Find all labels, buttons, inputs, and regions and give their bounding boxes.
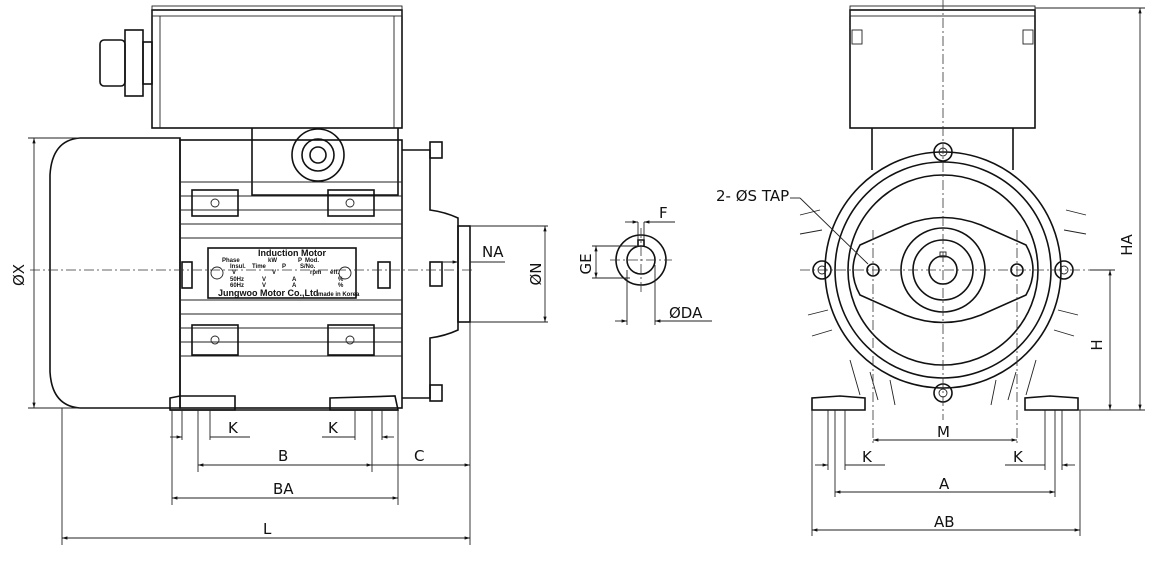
dim-label-ab: AB <box>934 513 955 531</box>
nameplate-text: kW <box>268 258 277 264</box>
nameplate-text: Mod. <box>305 258 319 264</box>
dim-label-b: B <box>278 447 288 465</box>
cable-gland <box>99 29 153 97</box>
dim-label-k: K <box>328 419 339 437</box>
dim-label-k: K <box>862 448 873 466</box>
dim-label-l: L <box>263 520 272 538</box>
terminal-box <box>151 5 403 196</box>
front-dimensions <box>790 7 1145 536</box>
dim-label-h: H <box>1088 339 1106 350</box>
nameplate-title: Induction Motor <box>258 248 326 258</box>
nameplate-text: P <box>298 258 302 264</box>
dim-label-tap: 2- ØS TAP <box>716 187 789 205</box>
dim-label-dia-n: ØN <box>527 262 545 285</box>
nameplate-text: eff. <box>330 270 339 276</box>
side-dimensions <box>28 137 548 545</box>
nameplate-text: P <box>282 264 286 270</box>
nameplate-text: Time <box>252 264 267 270</box>
nameplate-text: % <box>338 283 344 289</box>
nameplate: Induction Motor Phase kW P Mod. Insul. T… <box>207 247 360 299</box>
nameplate-text: V <box>262 283 266 289</box>
dim-label-c: C <box>414 447 424 465</box>
nameplate-text: rpm <box>310 270 321 276</box>
dim-label-ha: HA <box>1118 233 1136 255</box>
foot-left-front <box>811 395 866 411</box>
dim-label-dia-da: ØDA <box>669 304 703 322</box>
nameplate-text: V <box>272 270 276 276</box>
nameplate-text: V <box>262 277 266 283</box>
dim-label-k: K <box>1013 448 1024 466</box>
nameplate-text: V <box>232 270 236 276</box>
dim-label-m: M <box>937 423 950 441</box>
nameplate-maker: Jungwoo Motor Co.,Ltd <box>218 288 318 298</box>
nameplate-text: made in Korea <box>318 292 360 298</box>
side-view: Induction Motor Phase kW P Mod. Insul. T… <box>30 5 475 411</box>
dim-label-a: A <box>939 475 950 493</box>
nameplate-text: A <box>292 277 297 283</box>
foot-right-front <box>1024 395 1079 411</box>
nameplate-text: A <box>292 283 297 289</box>
dim-label-na: NA <box>482 243 504 261</box>
nameplate-text: % <box>338 277 344 283</box>
dim-label-dia-x: ØX <box>10 264 28 286</box>
dim-label-f: F <box>659 204 668 222</box>
dim-label-ge: GE <box>577 253 595 274</box>
nameplate-text: 60Hz <box>230 283 244 289</box>
shaft-end-detail <box>592 220 712 325</box>
terminal-box-front <box>849 5 1036 170</box>
shaft <box>457 225 471 323</box>
fan-cover <box>49 137 181 409</box>
flange-plate <box>852 216 1034 324</box>
dim-label-ba: BA <box>273 480 294 498</box>
nameplate-text: 50Hz <box>230 277 244 283</box>
nameplate-text: S/No. <box>300 264 316 270</box>
nameplate-text: Phase <box>222 258 240 264</box>
motor-body <box>179 139 403 409</box>
dim-label-k: K <box>228 419 239 437</box>
front-view <box>799 0 1090 445</box>
nameplate-text: Insul. <box>230 264 246 270</box>
